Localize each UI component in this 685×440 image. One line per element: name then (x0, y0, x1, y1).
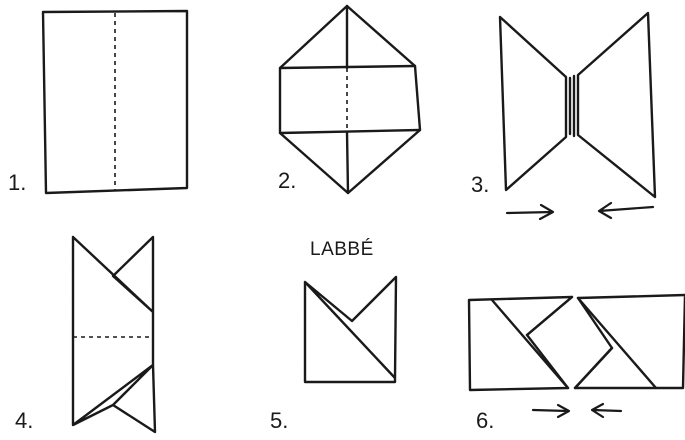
step-4-label: 4. (15, 408, 33, 433)
step-1-label: 1. (8, 170, 26, 195)
step-6-label: 6. (476, 408, 494, 433)
step-3-right-wing (576, 11, 657, 199)
step-6-right-folds (573, 296, 658, 390)
step-5-folded-shape (303, 275, 398, 384)
step-6-left-arrow (590, 402, 623, 419)
step-1-figure (41, 9, 189, 195)
step-3-figure (498, 11, 657, 221)
step-6-right-piece (573, 293, 685, 390)
step-4-folded-strip (71, 235, 157, 434)
step-6-left-piece (467, 295, 574, 392)
step-3-left-arrow (597, 201, 655, 220)
step-2-hexagon-outline (278, 4, 422, 195)
step-1-paper-sheet (41, 9, 189, 195)
step-3-left-wing (498, 15, 568, 192)
step-2-label: 2. (278, 168, 296, 193)
step-4-figure (71, 235, 157, 434)
step-6-figure (467, 293, 685, 419)
step-6-left-folds (490, 295, 574, 390)
step-3-right-arrow (505, 203, 555, 221)
step-2-bottom-fold-line (278, 128, 422, 135)
brand-label: LABBÉ (310, 239, 374, 260)
step-6-right-arrow (531, 403, 571, 419)
step-5-label: 5. (270, 408, 288, 433)
step-5-figure (303, 275, 398, 384)
step-3-label: 3. (471, 172, 489, 197)
step-2-figure (278, 4, 422, 195)
step-3-center-gap (568, 74, 576, 138)
step-2-bottom-center-line (345, 130, 350, 195)
